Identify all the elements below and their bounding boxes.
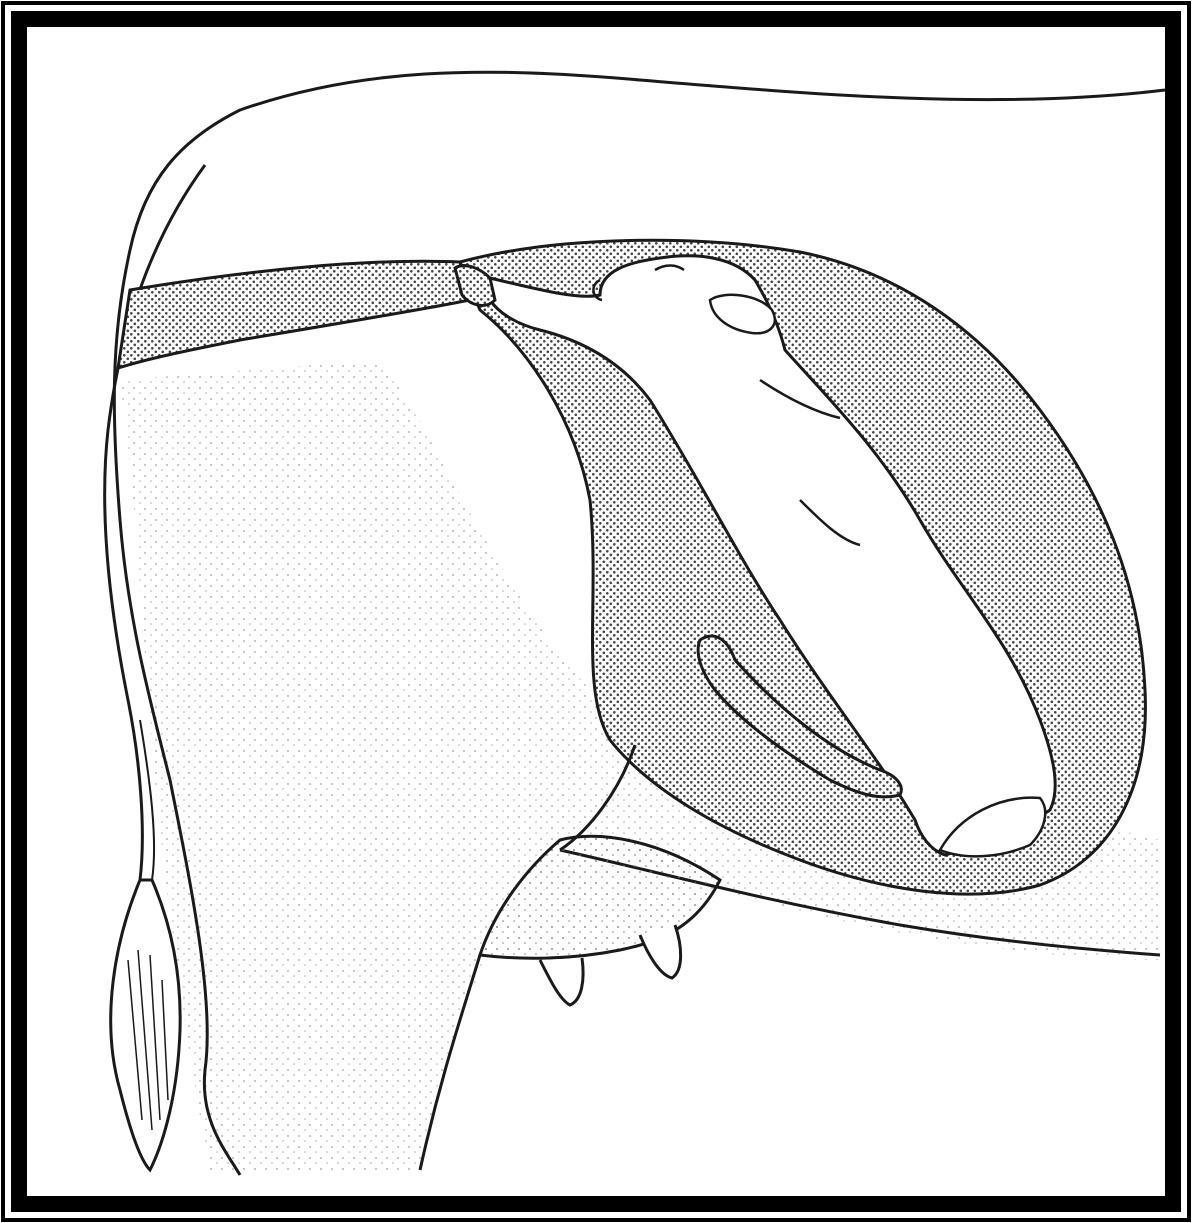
birth-canal [118,261,470,368]
tail-switch [111,880,180,1170]
teat-left [540,958,583,1005]
